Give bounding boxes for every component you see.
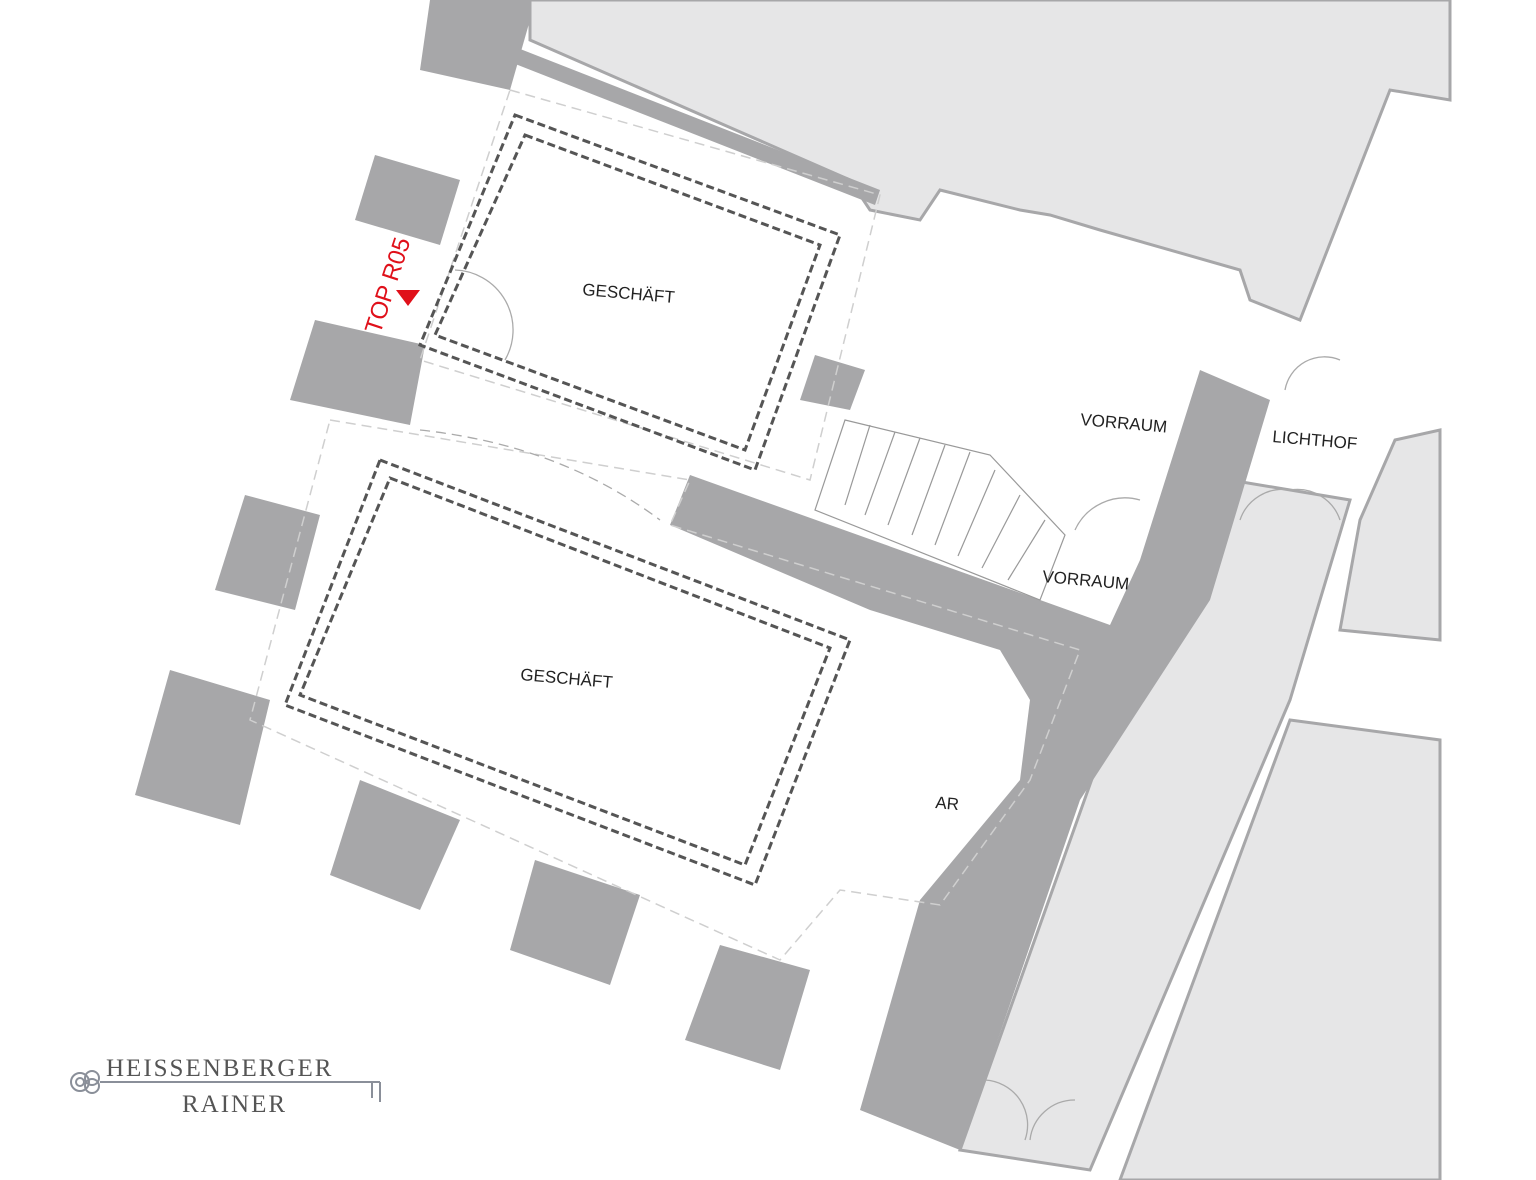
wall-upper-thin — [505, 45, 880, 205]
walls — [135, 0, 1270, 1150]
door-swings — [419, 269, 1341, 1141]
neighbor-right-bottom — [1118, 718, 1442, 1180]
key-icon — [70, 1070, 381, 1102]
wall-pillar-2 — [290, 320, 425, 425]
wall-pillar-7 — [685, 945, 810, 1070]
staircase — [814, 419, 1066, 601]
wall-diagonal — [670, 370, 1270, 1150]
wall-pillar-5 — [330, 780, 460, 910]
wall-pillar-4 — [135, 670, 270, 825]
room-outlines — [249, 89, 1081, 961]
neighbor-areas — [528, 0, 1452, 1180]
wall-pillar-6 — [510, 860, 640, 985]
company-logo: HEISSENBERGER RAINER — [70, 1055, 381, 1118]
logo-line2: RAINER — [182, 1091, 287, 1118]
logo-line1: HEISSENBERGER — [106, 1055, 333, 1082]
wall-top-left — [420, 0, 530, 90]
entrance-arrow-icon — [396, 290, 420, 306]
wall-pillar-3 — [215, 495, 320, 610]
room-label-lichthof: LICHTHOF — [1272, 427, 1358, 453]
unit-label: TOP R05 — [360, 234, 416, 337]
neighbor-top — [528, 0, 1452, 322]
geschaeft-lower-outline — [283, 458, 852, 887]
wall-stair-block — [800, 355, 865, 410]
neighbor-right-top — [1338, 428, 1442, 642]
room-label-geschaeft-upper: GESCHÄFT — [582, 280, 676, 307]
geschaeft-upper-outline — [418, 113, 842, 472]
room-label-ar: AR — [935, 793, 960, 814]
room-label-vorraum-lower: VORRAUM — [1042, 567, 1130, 594]
room-label-vorraum-upper: VORRAUM — [1080, 410, 1168, 437]
wall-pillar-1 — [355, 155, 460, 245]
room-label-geschaeft-lower: GESCHÄFT — [520, 665, 614, 692]
